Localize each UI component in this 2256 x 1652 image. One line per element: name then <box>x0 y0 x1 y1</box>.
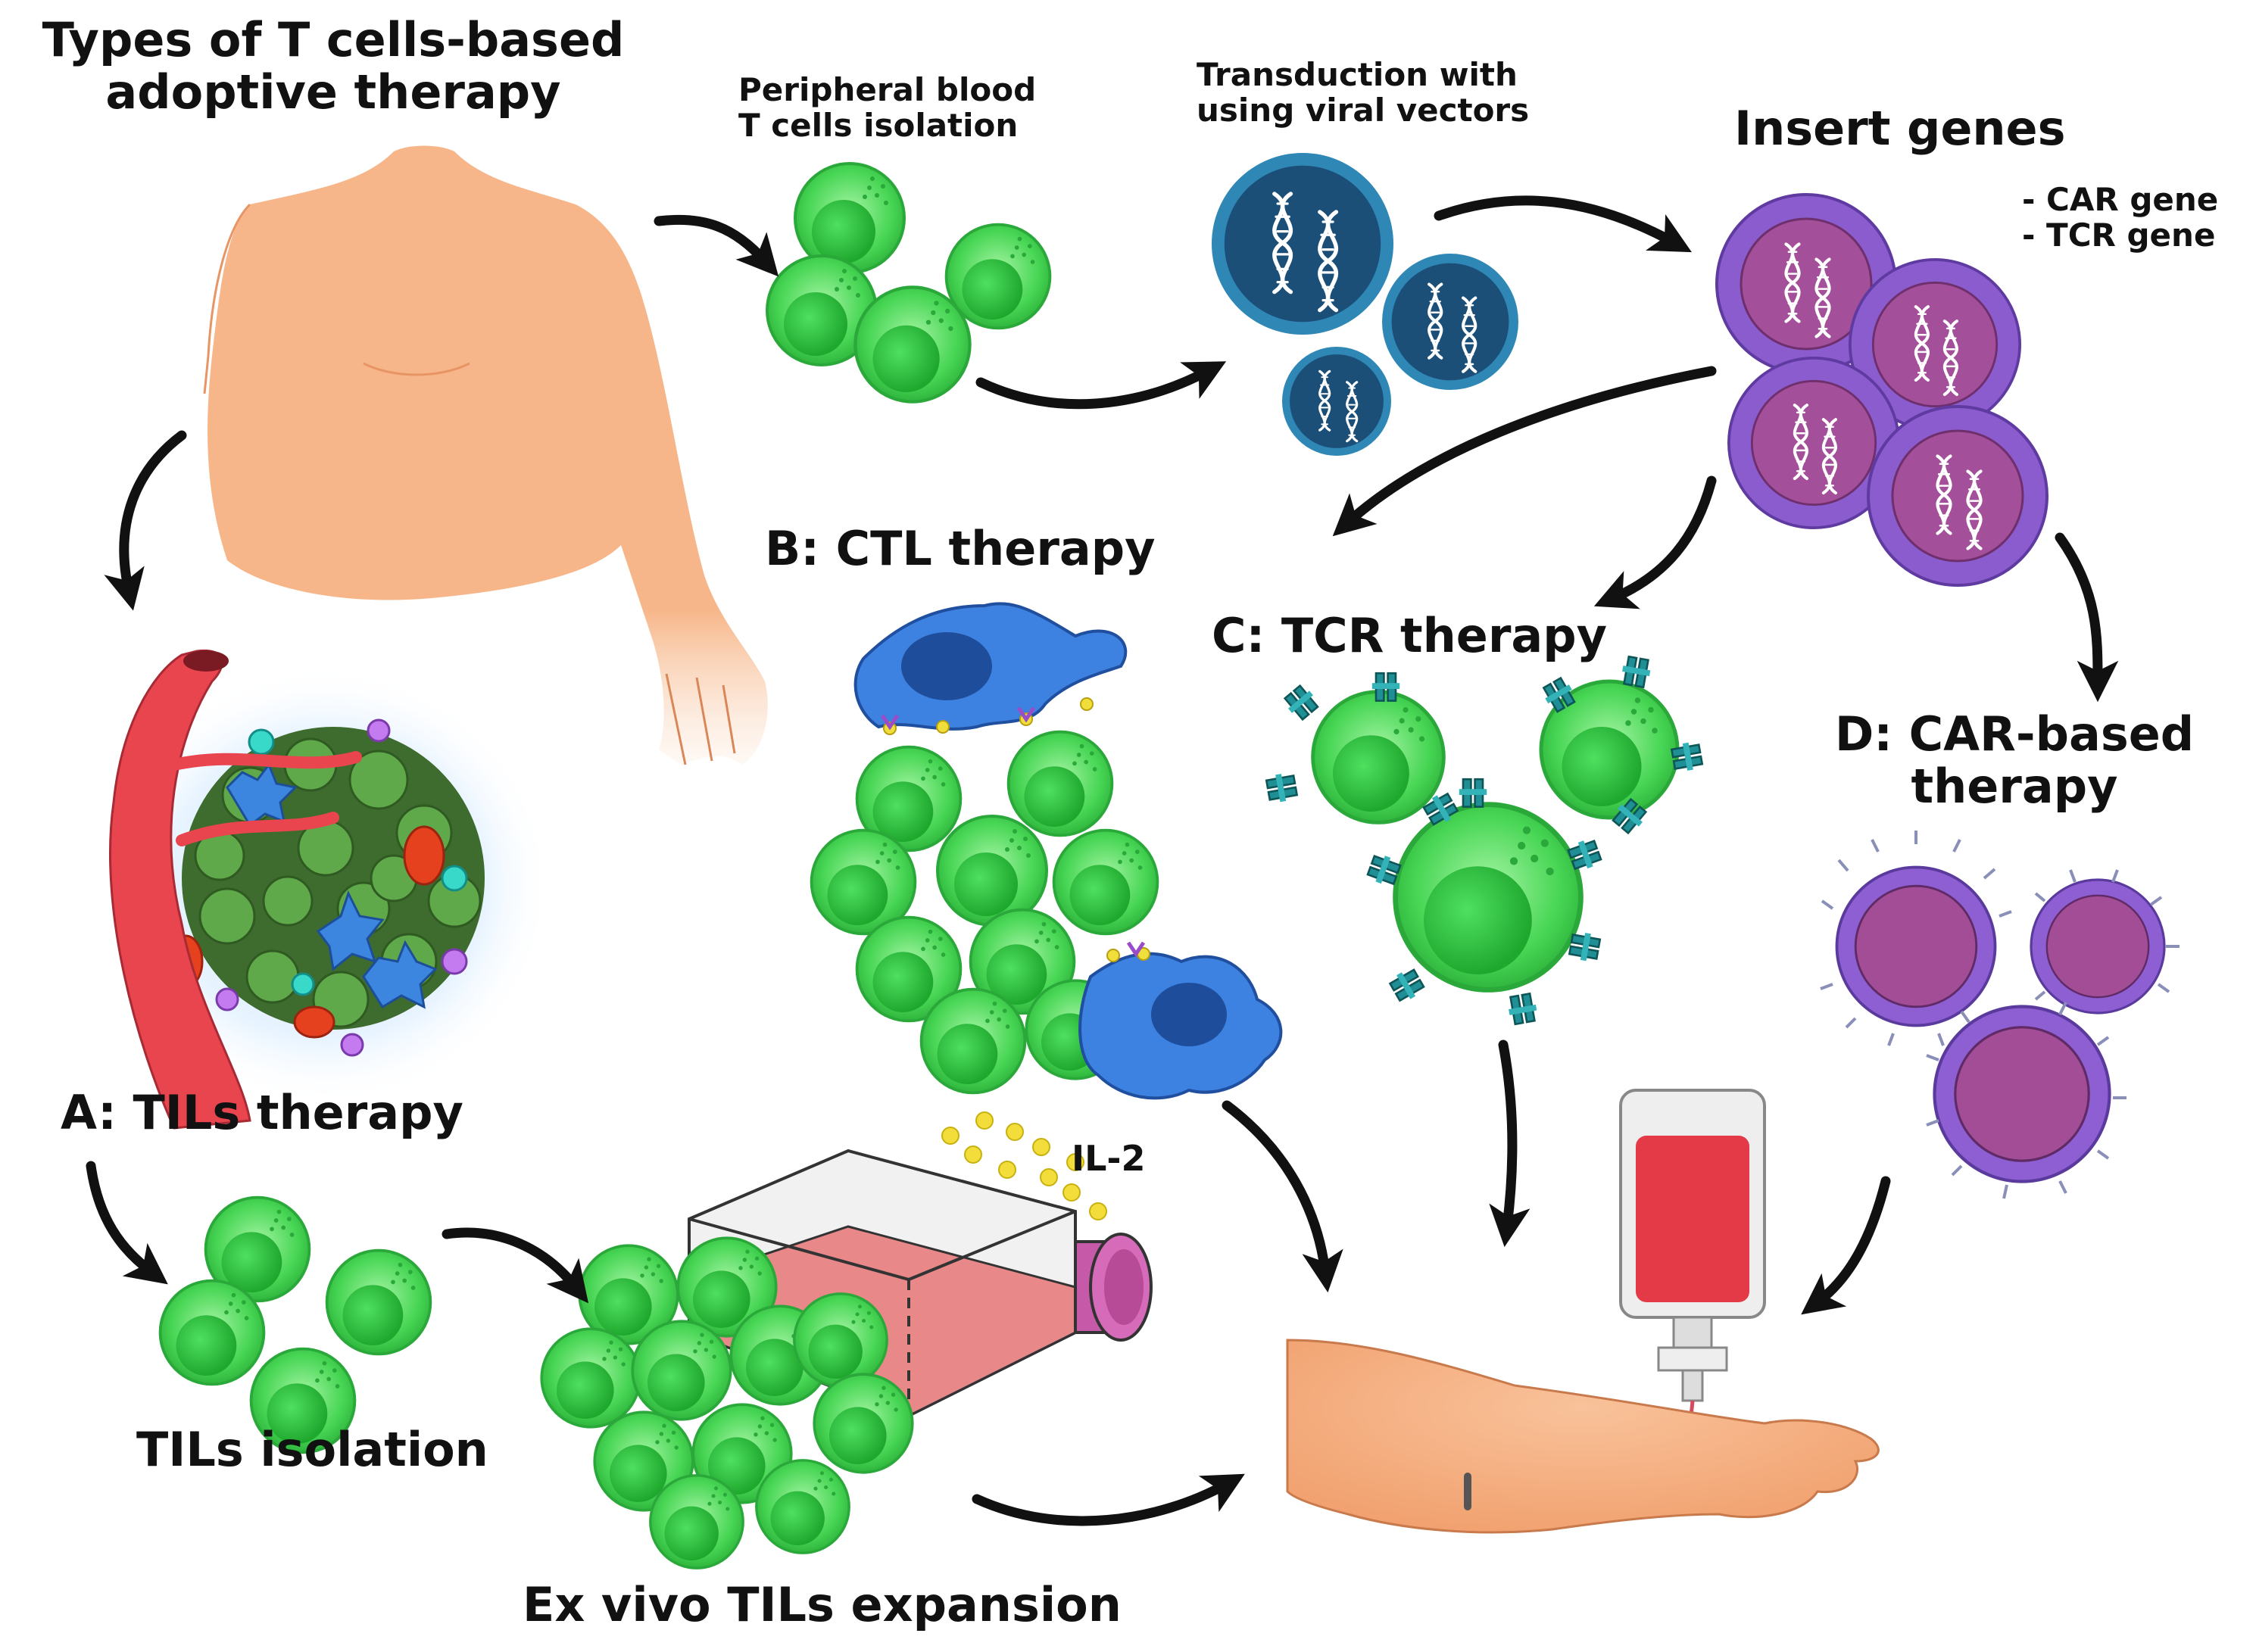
human-torso-illustration <box>203 145 768 765</box>
expansion-label: Ex vivo TILs expansion <box>523 1577 1122 1632</box>
recipient-arm <box>1286 1339 1880 1534</box>
arrow-tcr-to-arm <box>1489 1040 1531 1248</box>
arrow-genes-to-tcr <box>1593 475 1717 609</box>
arrow-genes-to-car <box>2055 532 2119 703</box>
diagram-title: Types of T cells-based adoptive therapy <box>15 14 651 119</box>
arrow-body-to-tils <box>104 430 187 611</box>
il2-label: IL-2 <box>1072 1138 1146 1179</box>
tils-isolation-cluster <box>158 1195 432 1454</box>
infusion-bag <box>1484 1089 1766 1504</box>
insert-genes-label: Insert genes <box>1734 101 2066 156</box>
arrow-car-to-arm <box>1801 1176 1891 1315</box>
arrow-isolation-to-expansion <box>442 1227 589 1304</box>
arrow-tils-to-isolation <box>86 1161 168 1285</box>
car-therapy-label: D: CAR-based therapy <box>1802 708 2226 813</box>
tumor-microenvironment-illustration <box>98 649 553 1130</box>
car-therapy-label-line-2: therapy <box>1911 759 2118 815</box>
arrow-pbt-to-vector <box>975 361 1227 410</box>
pbt-label-line-2: T cells isolation <box>738 107 1019 145</box>
gene-list: - CAR gene - TCR gene <box>2022 182 2218 253</box>
arrow-body-to-pbt <box>654 214 779 277</box>
arrow-vector-to-genes <box>1434 195 1692 253</box>
arrow-ctl-to-arm <box>1222 1100 1343 1293</box>
arrow-genes-to-ctl <box>1332 366 1717 537</box>
ctl-cell-cluster <box>810 602 1283 1100</box>
tils-therapy-label: A: TILs therapy <box>61 1085 463 1140</box>
pbt-label: Peripheral blood T cells isolation <box>738 72 1036 143</box>
process-arrows <box>86 195 2119 1526</box>
title-line-1: Types of T cells-based <box>42 12 625 67</box>
gene-modified-cell-cluster <box>1717 195 2047 585</box>
tcr-therapy-label: C: TCR therapy <box>1212 608 1608 663</box>
arrow-expansion-to-arm <box>972 1473 1245 1526</box>
title-line-2: adoptive therapy <box>105 64 561 120</box>
peripheral-t-cell-cluster <box>766 162 1052 402</box>
viral-vector-group <box>1212 153 1518 456</box>
gene-list-car: - CAR gene <box>2022 181 2219 218</box>
pbt-label-line-1: Peripheral blood <box>738 71 1037 108</box>
tcr-cell-cluster <box>1265 655 1704 1026</box>
transduction-label-line-1: Transduction with <box>1197 56 1518 93</box>
ctl-therapy-label: B: CTL therapy <box>765 521 1156 576</box>
transduction-label-line-2: using viral vectors <box>1197 92 1530 129</box>
car-t-cell-cluster <box>1820 831 2180 1199</box>
gene-list-tcr: - TCR gene <box>2022 217 2216 254</box>
transduction-label: Transduction with using viral vectors <box>1197 57 1529 128</box>
car-therapy-label-line-1: D: CAR-based <box>1834 706 2195 762</box>
il2-particles <box>941 1111 1107 1220</box>
tils-isolation-label: TILs isolation <box>136 1422 488 1477</box>
